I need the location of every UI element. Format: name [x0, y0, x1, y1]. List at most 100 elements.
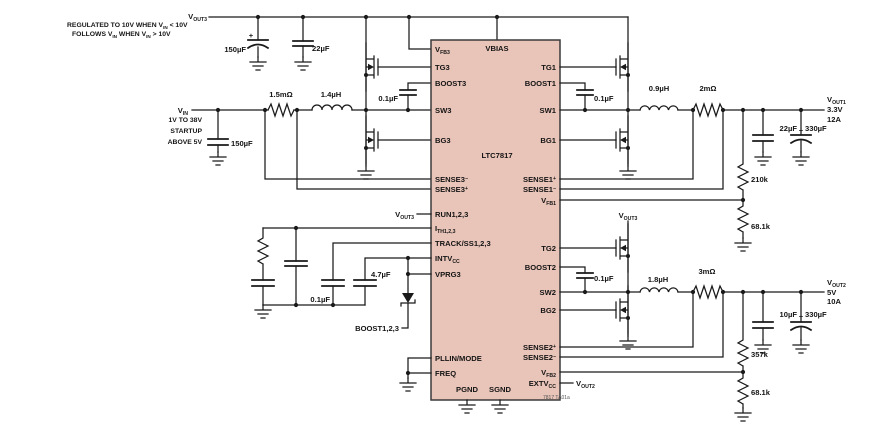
- kelvin-sense-wires: [559, 109, 724, 190]
- pin-label-sense2p: SENSE2+: [523, 343, 556, 352]
- pin-label-ith: ITH1,2,3: [435, 224, 456, 235]
- pin-label-run: RUN1,2,3: [435, 210, 468, 219]
- top-mosfet-icon-ch1: [615, 42, 631, 92]
- kelvin-sense-wires: [559, 291, 724, 358]
- label-vout1-volts: 3.3V: [827, 105, 844, 114]
- ground-icon: [209, 151, 227, 166]
- track-cap-label: 0.1µF: [310, 295, 330, 304]
- cout2b-label: 330µF: [805, 310, 827, 319]
- capacitor-plates: [576, 89, 594, 96]
- ground-icon: [792, 339, 810, 354]
- boost-cap-icon: [407, 82, 432, 111]
- pin-label-pllin: PLLIN/MODE: [435, 354, 482, 363]
- channel1: 0.1µF 0.9µH 2mΩ 210k 68.1k 22µF + 330µF …: [559, 16, 846, 252]
- feedback-divider: [736, 109, 750, 239]
- ic-block: LTC7817 VBIAS VFB3 TG3 BOOST3 SW3 BG3 SE…: [430, 39, 570, 414]
- pin-label-extvcc: EXTVCC: [529, 379, 557, 390]
- gate-wires: [377, 66, 432, 141]
- ground-icon: [399, 377, 417, 392]
- ic-part-number: LTC7817: [481, 151, 512, 160]
- rsense2-label: 3mΩ: [698, 267, 715, 276]
- ground-icon: [734, 237, 752, 252]
- comp-branch-rc: [256, 227, 270, 306]
- control-network: VOUT3 0.1µF 4.7µF BOOST1,2,3: [251, 210, 432, 392]
- note-above5v: ABOVE 5V: [168, 139, 203, 146]
- pin-label-boost2: BOOST2: [525, 263, 556, 272]
- rfb2-top-label: 357k: [751, 350, 769, 359]
- pin-label-boost3: BOOST3: [435, 79, 466, 88]
- capacitor-plates: [789, 321, 813, 332]
- junction-dots: [215, 14, 804, 376]
- pin-label-tg2: TG2: [541, 244, 556, 253]
- pin-label-bg3: BG3: [435, 136, 451, 145]
- inductor-icon: [639, 105, 679, 111]
- label-vout1-amps: 12A: [827, 115, 841, 124]
- resistor-icon: [692, 284, 724, 300]
- cout1b-label: 330µF: [805, 124, 827, 133]
- plus-sign: +: [799, 126, 804, 135]
- note-follows: FOLLOWS VIN WHEN VIN > 10V: [72, 31, 171, 39]
- label-vin: VIN: [178, 106, 189, 117]
- note-regulated: REGULATED TO 10V WHEN VIN < 10V: [67, 22, 188, 30]
- capacitor-plates: [292, 40, 314, 47]
- plus-sign: +: [799, 312, 804, 321]
- ground-icon: [458, 399, 476, 414]
- ground-icon: [254, 304, 272, 319]
- kelvin-sense-wires: [264, 109, 432, 190]
- rsense3-label: 1.5mΩ: [269, 90, 292, 99]
- label-vout2-volts: 5V: [827, 288, 837, 297]
- bottom-mosfet-icon-ch1: [615, 115, 631, 165]
- pin-label-vfb2: VFB2: [541, 368, 556, 379]
- capacitor-plates: [246, 39, 270, 50]
- run-ref-label: VOUT3: [395, 210, 414, 221]
- pin-label-pgnd: PGND: [456, 385, 478, 394]
- pin-label-sw2: SW2: [540, 288, 556, 297]
- boost2-cap-label: 0.1µF: [594, 274, 614, 283]
- figure-id: 7817 TA01a: [543, 395, 570, 401]
- boost-ref-label: BOOST1,2,3: [355, 324, 399, 333]
- capacitor-plates: [399, 89, 417, 96]
- cap-label-22uf-top: 22µF: [312, 44, 330, 53]
- pin-label-vprg3: VPRG3: [435, 270, 461, 279]
- vin-input: VIN 1V TO 38V STARTUP ABOVE 5V 150µF 1.5…: [168, 90, 432, 190]
- cout2a-label: 10µF: [780, 310, 798, 319]
- top-mosfet-icon-ch2: [615, 223, 631, 273]
- pin-label-sw3: SW3: [435, 106, 451, 115]
- capacitor-plates: [353, 279, 377, 287]
- pin-label-sense3p: SENSE3+: [435, 185, 468, 194]
- ground-icon: [491, 399, 509, 414]
- note-vin-range: 1V TO 38V: [169, 117, 203, 124]
- inductor-icon: [639, 287, 679, 293]
- channel2: VOUT3 0.1µF 1.8µH 3mΩ VOUT2 357k 68.1k 1…: [559, 211, 846, 422]
- cap-label-150uf-top: 150µF: [224, 45, 246, 54]
- track-cap: [332, 242, 432, 306]
- pin-label-freq: FREQ: [435, 369, 456, 378]
- intvcc-cap: [364, 257, 432, 306]
- pin-label-boost1: BOOST1: [525, 79, 557, 88]
- capacitor-plates: [752, 321, 774, 329]
- pin-label-sense1p: SENSE1+: [523, 175, 556, 184]
- rfb1-top-label: 210k: [751, 175, 769, 184]
- pin-label-bg2: BG2: [540, 306, 556, 315]
- label-vout2-amps: 10A: [827, 297, 841, 306]
- pin-label-vfb3: VFB3: [435, 45, 450, 56]
- ch2-vin-ref-label: VOUT3: [619, 211, 638, 222]
- pin-label-sgnd: SGND: [489, 385, 511, 394]
- ground-icon: [734, 407, 752, 422]
- pin-label-sense2n: SENSE2−: [523, 353, 556, 362]
- label-vout3-rail: VOUT3: [188, 12, 207, 23]
- gate-wires: [559, 66, 617, 141]
- ground-icon: [357, 165, 375, 180]
- pin-label-trackss: TRACK/SS1,2,3: [435, 239, 491, 248]
- resistor-icon: [692, 102, 724, 118]
- pin-label-tg1: TG1: [541, 63, 557, 72]
- ic-body: [430, 39, 561, 401]
- vout3-rail: VOUT3 REGULATED TO 10V WHEN VIN < 10V FO…: [67, 12, 629, 71]
- pllin-freq-wires: [407, 357, 432, 379]
- resistor-icon: [267, 102, 295, 118]
- pin-label-bg1: BG1: [540, 136, 556, 145]
- inductor-icon: [311, 104, 353, 111]
- label-vout2: VOUT2: [827, 278, 846, 289]
- inductor3-label: 1.4µH: [321, 90, 341, 99]
